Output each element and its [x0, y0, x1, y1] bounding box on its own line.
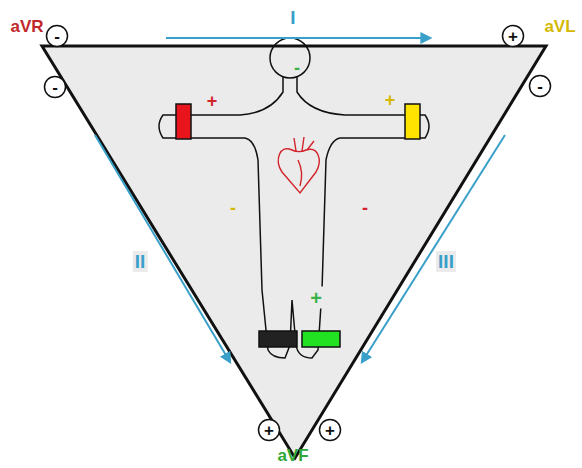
label-anchor: +	[205, 92, 220, 111]
circle-outline	[503, 26, 524, 47]
label-anchor: aVR	[8, 18, 45, 36]
lead-number: II	[133, 251, 148, 272]
lead-name: aVF	[275, 446, 310, 465]
label-anchor: III	[436, 252, 456, 272]
polarity-sign: -	[292, 58, 302, 78]
polarity-circle: -	[45, 24, 69, 48]
label-anchor: +	[308, 288, 324, 309]
lead-name: aVL	[542, 17, 577, 36]
circle-outline	[259, 420, 280, 441]
lead-number: III	[436, 251, 456, 272]
polarity-sign: -	[360, 198, 370, 218]
polarity-sign: -	[537, 78, 543, 95]
lead-arrow	[95, 135, 230, 362]
left-leg-electrode	[302, 331, 340, 347]
polarity-circle: +	[257, 418, 281, 442]
polarity-sign: +	[383, 90, 398, 110]
label-anchor: -	[360, 199, 370, 218]
heart-symbol	[278, 137, 319, 193]
circle-outline	[47, 26, 68, 47]
label-anchor: II	[133, 252, 148, 272]
polarity-sign: +	[308, 287, 324, 309]
polarity-sign: +	[205, 91, 220, 111]
circle-outline	[45, 77, 66, 98]
einthoven-triangle	[42, 46, 546, 458]
right-arm-electrode	[176, 104, 191, 139]
label-anchor: aVL	[542, 18, 577, 36]
label-anchor: -	[292, 59, 302, 78]
circle-outline	[530, 76, 551, 97]
lead-arrow	[166, 37, 430, 39]
circle-outline	[320, 420, 341, 441]
label-anchor: +	[383, 91, 398, 110]
polarity-sign: -	[52, 79, 58, 96]
label-anchor: aVF	[275, 447, 310, 465]
left-arm-electrode	[405, 104, 420, 139]
polarity-sign: +	[508, 28, 518, 45]
polarity-sign: -	[228, 198, 238, 218]
polarity-circle: +	[318, 418, 342, 442]
polarity-circle: -	[43, 75, 67, 99]
lead-number: I	[288, 7, 297, 28]
polarity-circle: -	[528, 74, 552, 98]
lead-arrow	[362, 135, 505, 362]
label-anchor: -	[228, 199, 238, 218]
right-leg-electrode	[259, 331, 297, 347]
lead-name: aVR	[8, 17, 45, 36]
label-anchor: I	[288, 8, 297, 28]
polarity-circle: +	[501, 24, 525, 48]
polarity-sign: +	[325, 422, 335, 439]
polarity-sign: -	[54, 28, 60, 45]
polarity-sign: +	[264, 422, 274, 439]
